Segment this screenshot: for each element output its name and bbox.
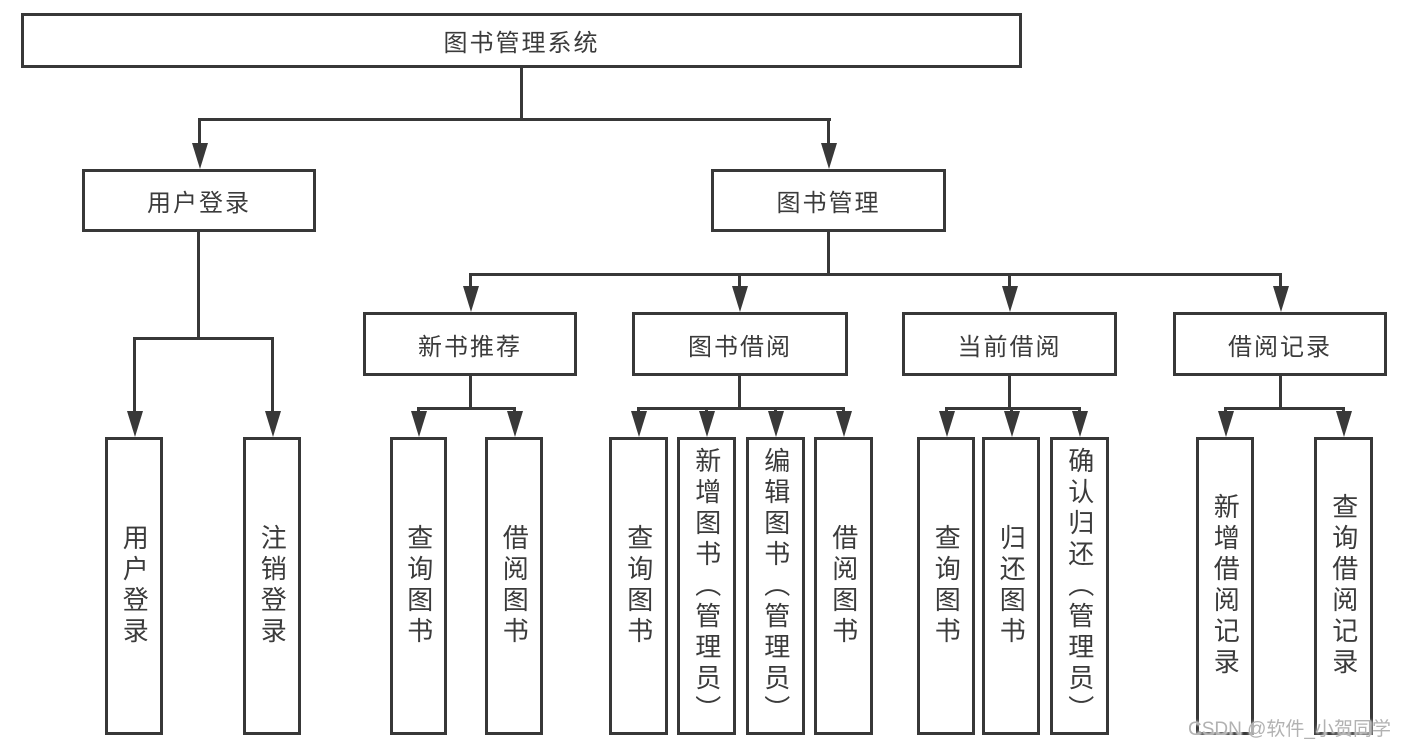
leaf-user-login: 用户登录: [105, 437, 163, 735]
leaf-borrow-books: 借阅图书: [485, 437, 543, 735]
arrow-down-icon: [938, 407, 955, 437]
leaf-add-borrowing-record: 新增借阅记录: [1196, 437, 1254, 735]
node-label: 新书推荐: [418, 333, 522, 361]
connector-line: [469, 273, 1282, 276]
arrow-down-icon: [264, 337, 281, 437]
arrow-down-icon: [462, 273, 479, 312]
arrow-down-icon: [820, 118, 837, 169]
connector-line: [198, 118, 831, 121]
arrow-down-icon: [767, 407, 784, 437]
arrow-down-icon: [506, 407, 523, 437]
arrow-down-icon: [191, 118, 208, 169]
leaf-label: 借阅图书: [828, 524, 859, 648]
node-borrowing-records: 借阅记录: [1173, 312, 1387, 376]
leaf-edit-books-admin: 编辑图书（管理员）: [746, 437, 805, 735]
node-label: 图书管理: [776, 190, 881, 217]
connector-line: [469, 375, 472, 410]
node-book-borrowing: 图书借阅: [632, 312, 848, 376]
leaf-label: 注销登录: [257, 524, 288, 648]
arrow-down-icon: [410, 407, 427, 437]
leaf-label: 新增借阅记录: [1210, 493, 1241, 679]
arrow-down-icon: [1001, 273, 1018, 312]
node-label: 图书借阅: [688, 333, 792, 361]
node-label: 图书管理系统: [443, 30, 600, 57]
connector-line: [1279, 375, 1282, 410]
node-label: 借阅记录: [1228, 333, 1332, 361]
arrow-down-icon: [1272, 273, 1289, 312]
leaf-borrow-books: 借阅图书: [814, 437, 873, 735]
leaf-label: 查询图书: [931, 524, 962, 648]
leaf-label: 借阅图书: [499, 524, 530, 648]
connector-line: [520, 68, 523, 118]
connector-line: [417, 407, 516, 410]
arrow-down-icon: [1003, 407, 1020, 437]
leaf-label: 归还图书: [996, 524, 1027, 648]
connector-line: [827, 232, 830, 276]
connector-line: [1008, 375, 1011, 410]
arrow-down-icon: [630, 407, 647, 437]
leaf-query-borrowing-record: 查询借阅记录: [1314, 437, 1373, 735]
node-user-login: 用户登录: [82, 169, 316, 232]
node-new-book-recommendation: 新书推荐: [363, 312, 577, 376]
leaf-query-books: 查询图书: [917, 437, 975, 735]
leaf-label: 查询图书: [623, 524, 654, 648]
arrow-down-icon: [1335, 407, 1352, 437]
connector-line: [1224, 407, 1345, 410]
node-label: 用户登录: [147, 190, 251, 217]
connector-line: [945, 407, 1081, 410]
arrow-down-icon: [126, 337, 143, 437]
leaf-query-books: 查询图书: [390, 437, 447, 735]
leaf-return-books: 归还图书: [982, 437, 1040, 735]
leaf-logout-login: 注销登录: [243, 437, 301, 735]
leaf-query-books: 查询图书: [609, 437, 668, 735]
arrow-down-icon: [1217, 407, 1234, 437]
connector-line: [133, 337, 274, 340]
leaf-label: 用户登录: [119, 524, 150, 648]
connector-line: [637, 407, 845, 410]
arrow-down-icon: [1071, 407, 1088, 437]
leaf-label: 查询图书: [403, 524, 434, 648]
leaf-label: 查询借阅记录: [1328, 493, 1359, 679]
arrow-down-icon: [698, 407, 715, 437]
connector-line: [738, 375, 741, 410]
node-label: 当前借阅: [957, 333, 1062, 361]
arrow-down-icon: [731, 273, 748, 312]
node-library-management-system: 图书管理系统: [21, 13, 1022, 68]
node-current-borrowing: 当前借阅: [902, 312, 1117, 376]
watermark: CSDN @软件_小贺同学: [1188, 719, 1391, 740]
leaf-label: 编辑图书（管理员）: [760, 446, 791, 726]
leaf-add-books-admin: 新增图书（管理员）: [677, 437, 736, 735]
arrow-down-icon: [835, 407, 852, 437]
node-book-management: 图书管理: [711, 169, 946, 232]
leaf-label: 确认归还（管理员）: [1064, 446, 1095, 726]
connector-line: [197, 232, 200, 340]
leaf-confirm-return-admin: 确认归还（管理员）: [1050, 437, 1109, 735]
leaf-label: 新增图书（管理员）: [691, 446, 722, 726]
